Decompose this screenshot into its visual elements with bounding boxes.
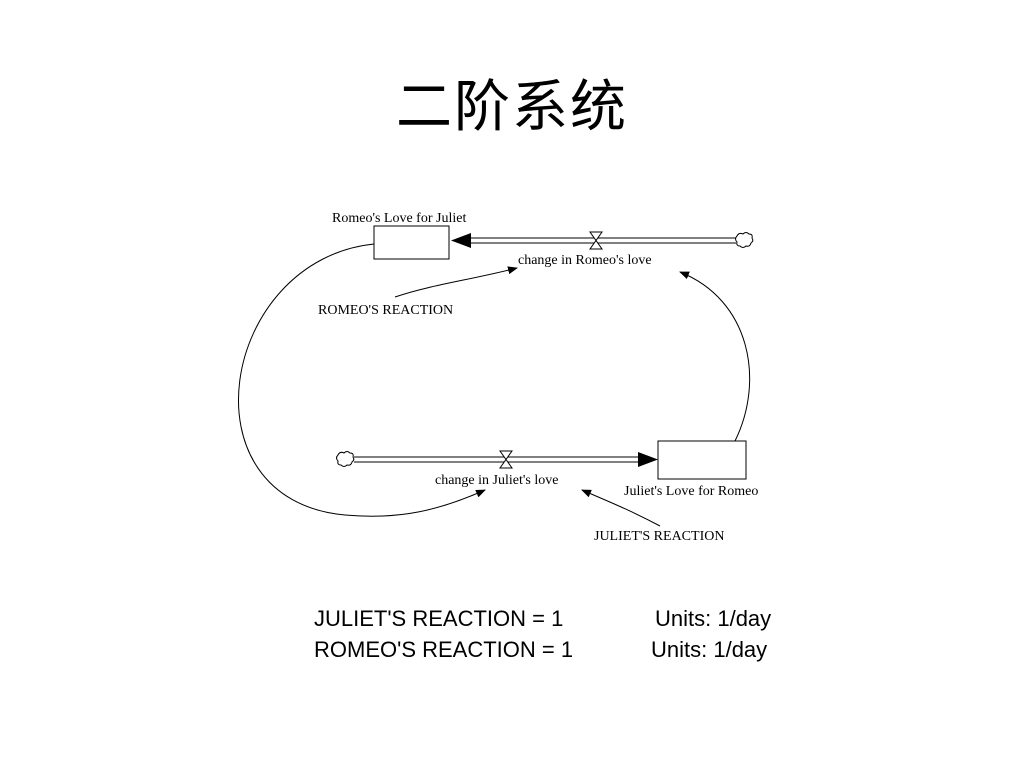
link-juliet-reaction [581, 489, 661, 527]
stock-juliet-box [657, 440, 747, 480]
link-romeo-to-juliet-flow [238, 243, 486, 517]
flow-pipe-romeo [451, 233, 736, 248]
equation-text: JULIET'S REACTION = 1 [314, 606, 564, 631]
equation-units: Units: 1/day [655, 606, 772, 631]
stock-romeo-label: Romeo's Love for Juliet [332, 211, 466, 226]
stock-juliet-label: Juliet's Love for Romeo [624, 484, 758, 499]
aux-juliet-label: JULIET'S REACTION [594, 529, 724, 544]
flow-pipe-juliet [354, 452, 658, 467]
link-juliet-to-romeo-flow [679, 271, 751, 442]
stock-romeo-box [373, 225, 450, 260]
cloud-sink-icon [336, 451, 355, 467]
valve-icon [589, 231, 603, 250]
equation-text: ROMEO'S REACTION = 1 [314, 637, 574, 662]
slide-title: 二阶系统 [396, 75, 628, 140]
equation-row: ROMEO'S REACTION = 1 Units: 1/day [314, 637, 794, 668]
flow-juliet-label: change in Juliet's love [435, 473, 558, 488]
link-romeo-reaction [394, 266, 518, 298]
equations: JULIET'S REACTION = 1 Units: 1/day ROMEO… [314, 606, 794, 668]
cloud-source-icon [735, 232, 754, 248]
equation-units: Units: 1/day [651, 637, 768, 662]
flow-romeo-label: change in Romeo's love [518, 253, 652, 268]
equation-row: JULIET'S REACTION = 1 Units: 1/day [314, 606, 794, 637]
valve-icon [499, 450, 513, 469]
aux-romeo-label: ROMEO'S REACTION [318, 303, 453, 318]
